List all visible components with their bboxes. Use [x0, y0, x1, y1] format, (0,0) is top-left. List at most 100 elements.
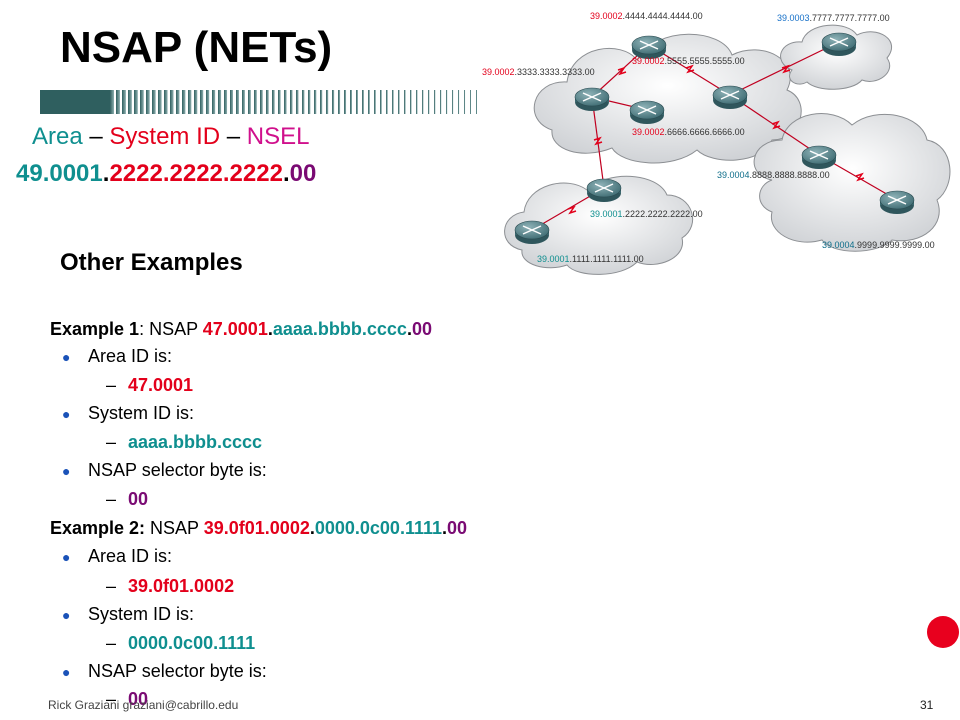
address-area: 39.0004 [717, 170, 750, 180]
router-icon [821, 32, 857, 56]
dash-icon: – [106, 432, 117, 452]
bullet-system-question: ●System ID is: [62, 402, 194, 425]
bullet-selector-question: ● NSAP selector byte is: [62, 459, 267, 482]
legend-system-id: System ID [109, 123, 221, 150]
dash-icon: – [106, 689, 117, 709]
example-system-id: 0000.0c00.1111 [314, 518, 443, 538]
example-dot: . [442, 518, 448, 538]
bullet-text: Area ID is: [88, 546, 173, 566]
other-examples-heading: Other Examples [60, 249, 243, 276]
nsap-area: 49.0001 [16, 160, 103, 187]
nsap-structure-legend: Area – System ID – NSEL [32, 122, 309, 152]
example-dot: . [267, 319, 273, 339]
cloud-area-0001 [504, 175, 694, 275]
bullet-area-question: ● Area ID is: [62, 345, 172, 368]
sub-area-answer: –47.0001 [106, 374, 193, 396]
bullet-system-question: ● System ID is: [62, 603, 194, 626]
bullet-icon: ● [62, 607, 71, 623]
router-icon [514, 220, 550, 244]
router-icon [574, 87, 610, 111]
address-rest: .2222.2222.2222.00 [623, 209, 703, 219]
address-label: 39.0002.5555.5555.5555.00 [632, 56, 745, 66]
answer-text: 00 [128, 689, 149, 709]
router-icon [631, 35, 667, 59]
bullet-icon: ● [62, 664, 71, 680]
address-rest: .6666.6666.6666.00 [665, 127, 745, 137]
address-label: 39.0001.1111.1111.1111.00 [537, 254, 644, 264]
example-dot: . [406, 319, 412, 339]
answer-text: 0000.0c00.1111 [128, 633, 256, 653]
answer-text: 39.0f01.0002 [128, 576, 235, 596]
bullet-icon: ● [62, 349, 71, 365]
sub-system-answer: –0000.0c00.1111 [106, 632, 255, 654]
legend-separator: – [220, 123, 247, 150]
nsap-dot: . [102, 160, 110, 187]
router-icon [801, 145, 837, 169]
sub-selector-answer: –00 [106, 688, 148, 710]
bullet-text: NSAP selector byte is: [88, 460, 267, 480]
page-number: 31 [920, 698, 934, 712]
example-label: Example 2: [50, 518, 146, 538]
address-area: 39.0002 [590, 11, 623, 21]
address-rest: .1111.1111.1111.00 [570, 254, 644, 264]
address-rest: .3333.3333.3333.00 [515, 67, 595, 77]
router-icon [879, 190, 915, 214]
example-dot: . [309, 518, 315, 538]
bullet-text: Area ID is: [88, 346, 173, 366]
address-area: 39.0001 [590, 209, 623, 219]
red-circle-button[interactable] [927, 616, 959, 648]
address-label: 39.0004.9999.9999.9999.00 [822, 240, 935, 250]
bullet-area-question: ● Area ID is: [62, 545, 172, 568]
router-icon [712, 85, 748, 109]
title-underline-bar [40, 90, 477, 114]
address-label: 39.0003.7777.7777.7777.00 [777, 13, 890, 23]
example-area: 39.0f01.0002 [203, 518, 310, 538]
address-area: 39.0001 [537, 254, 570, 264]
address-label: 39.0002.6666.6666.6666.00 [632, 127, 745, 137]
answer-text: 00 [128, 489, 149, 509]
sub-area-answer: –39.0f01.0002 [106, 575, 234, 597]
bullet-text: System ID is: [88, 604, 195, 624]
example-1-line: Example 1: NSAP 47.0001.aaaa.bbbb.cccc.0… [50, 318, 432, 340]
example-nsel: 00 [411, 319, 432, 339]
cloud-area-0002 [533, 33, 802, 164]
address-rest: .4444.4444.4444.00 [623, 11, 703, 21]
address-rest: .8888.8888.8888.00 [750, 170, 830, 180]
example-prefix: : NSAP [139, 319, 203, 339]
example-area: 47.0001 [202, 319, 268, 339]
example-2-line: Example 2: NSAP 39.0f01.0002.0000.0c00.1… [50, 517, 467, 539]
legend-nsel: NSEL [246, 123, 310, 150]
dash-icon: – [106, 633, 117, 653]
address-label: 39.0002.3333.3333.3333.00 [482, 67, 595, 77]
bullet-text: System ID is: [88, 403, 195, 423]
example-system-id: aaaa.bbbb.cccc [272, 319, 407, 339]
address-area: 39.0002 [632, 127, 665, 137]
address-label: 39.0004.8888.8888.8888.00 [717, 170, 830, 180]
bullet-selector-question: ● NSAP selector byte is: [62, 660, 267, 683]
serial-link-markers [567, 64, 865, 215]
nsap-main-example: 49.0001.2222.2222.2222.00 [16, 158, 316, 190]
nsap-dot: . [282, 160, 290, 187]
cloud-area-0004 [753, 113, 951, 252]
example-nsel: 00 [447, 518, 468, 538]
answer-text: 47.0001 [128, 375, 194, 395]
legend-area: Area [32, 123, 83, 150]
bullet-icon: ● [62, 463, 71, 479]
sub-selector-answer: –00 [106, 488, 148, 510]
bullet-text: NSAP selector byte is: [88, 661, 267, 681]
legend-separator: – [82, 123, 110, 150]
address-rest: .5555.5555.5555.00 [665, 56, 745, 66]
nsap-nsel: 00 [289, 160, 317, 187]
sub-system-answer: –aaaa.bbbb.cccc [106, 431, 262, 453]
nsap-system-id: 2222.2222.2222 [109, 160, 283, 187]
example-label: Example 1 [50, 319, 140, 339]
example-prefix: NSAP [145, 518, 204, 538]
router-icon [629, 100, 665, 124]
bullet-icon: ● [62, 549, 71, 565]
dash-icon: – [106, 489, 117, 509]
address-area: 39.0004 [822, 240, 855, 250]
address-label: 39.0001.2222.2222.2222.00 [590, 209, 703, 219]
slide-title: NSAP (NETs) [60, 23, 333, 72]
address-area: 39.0002 [632, 56, 665, 66]
